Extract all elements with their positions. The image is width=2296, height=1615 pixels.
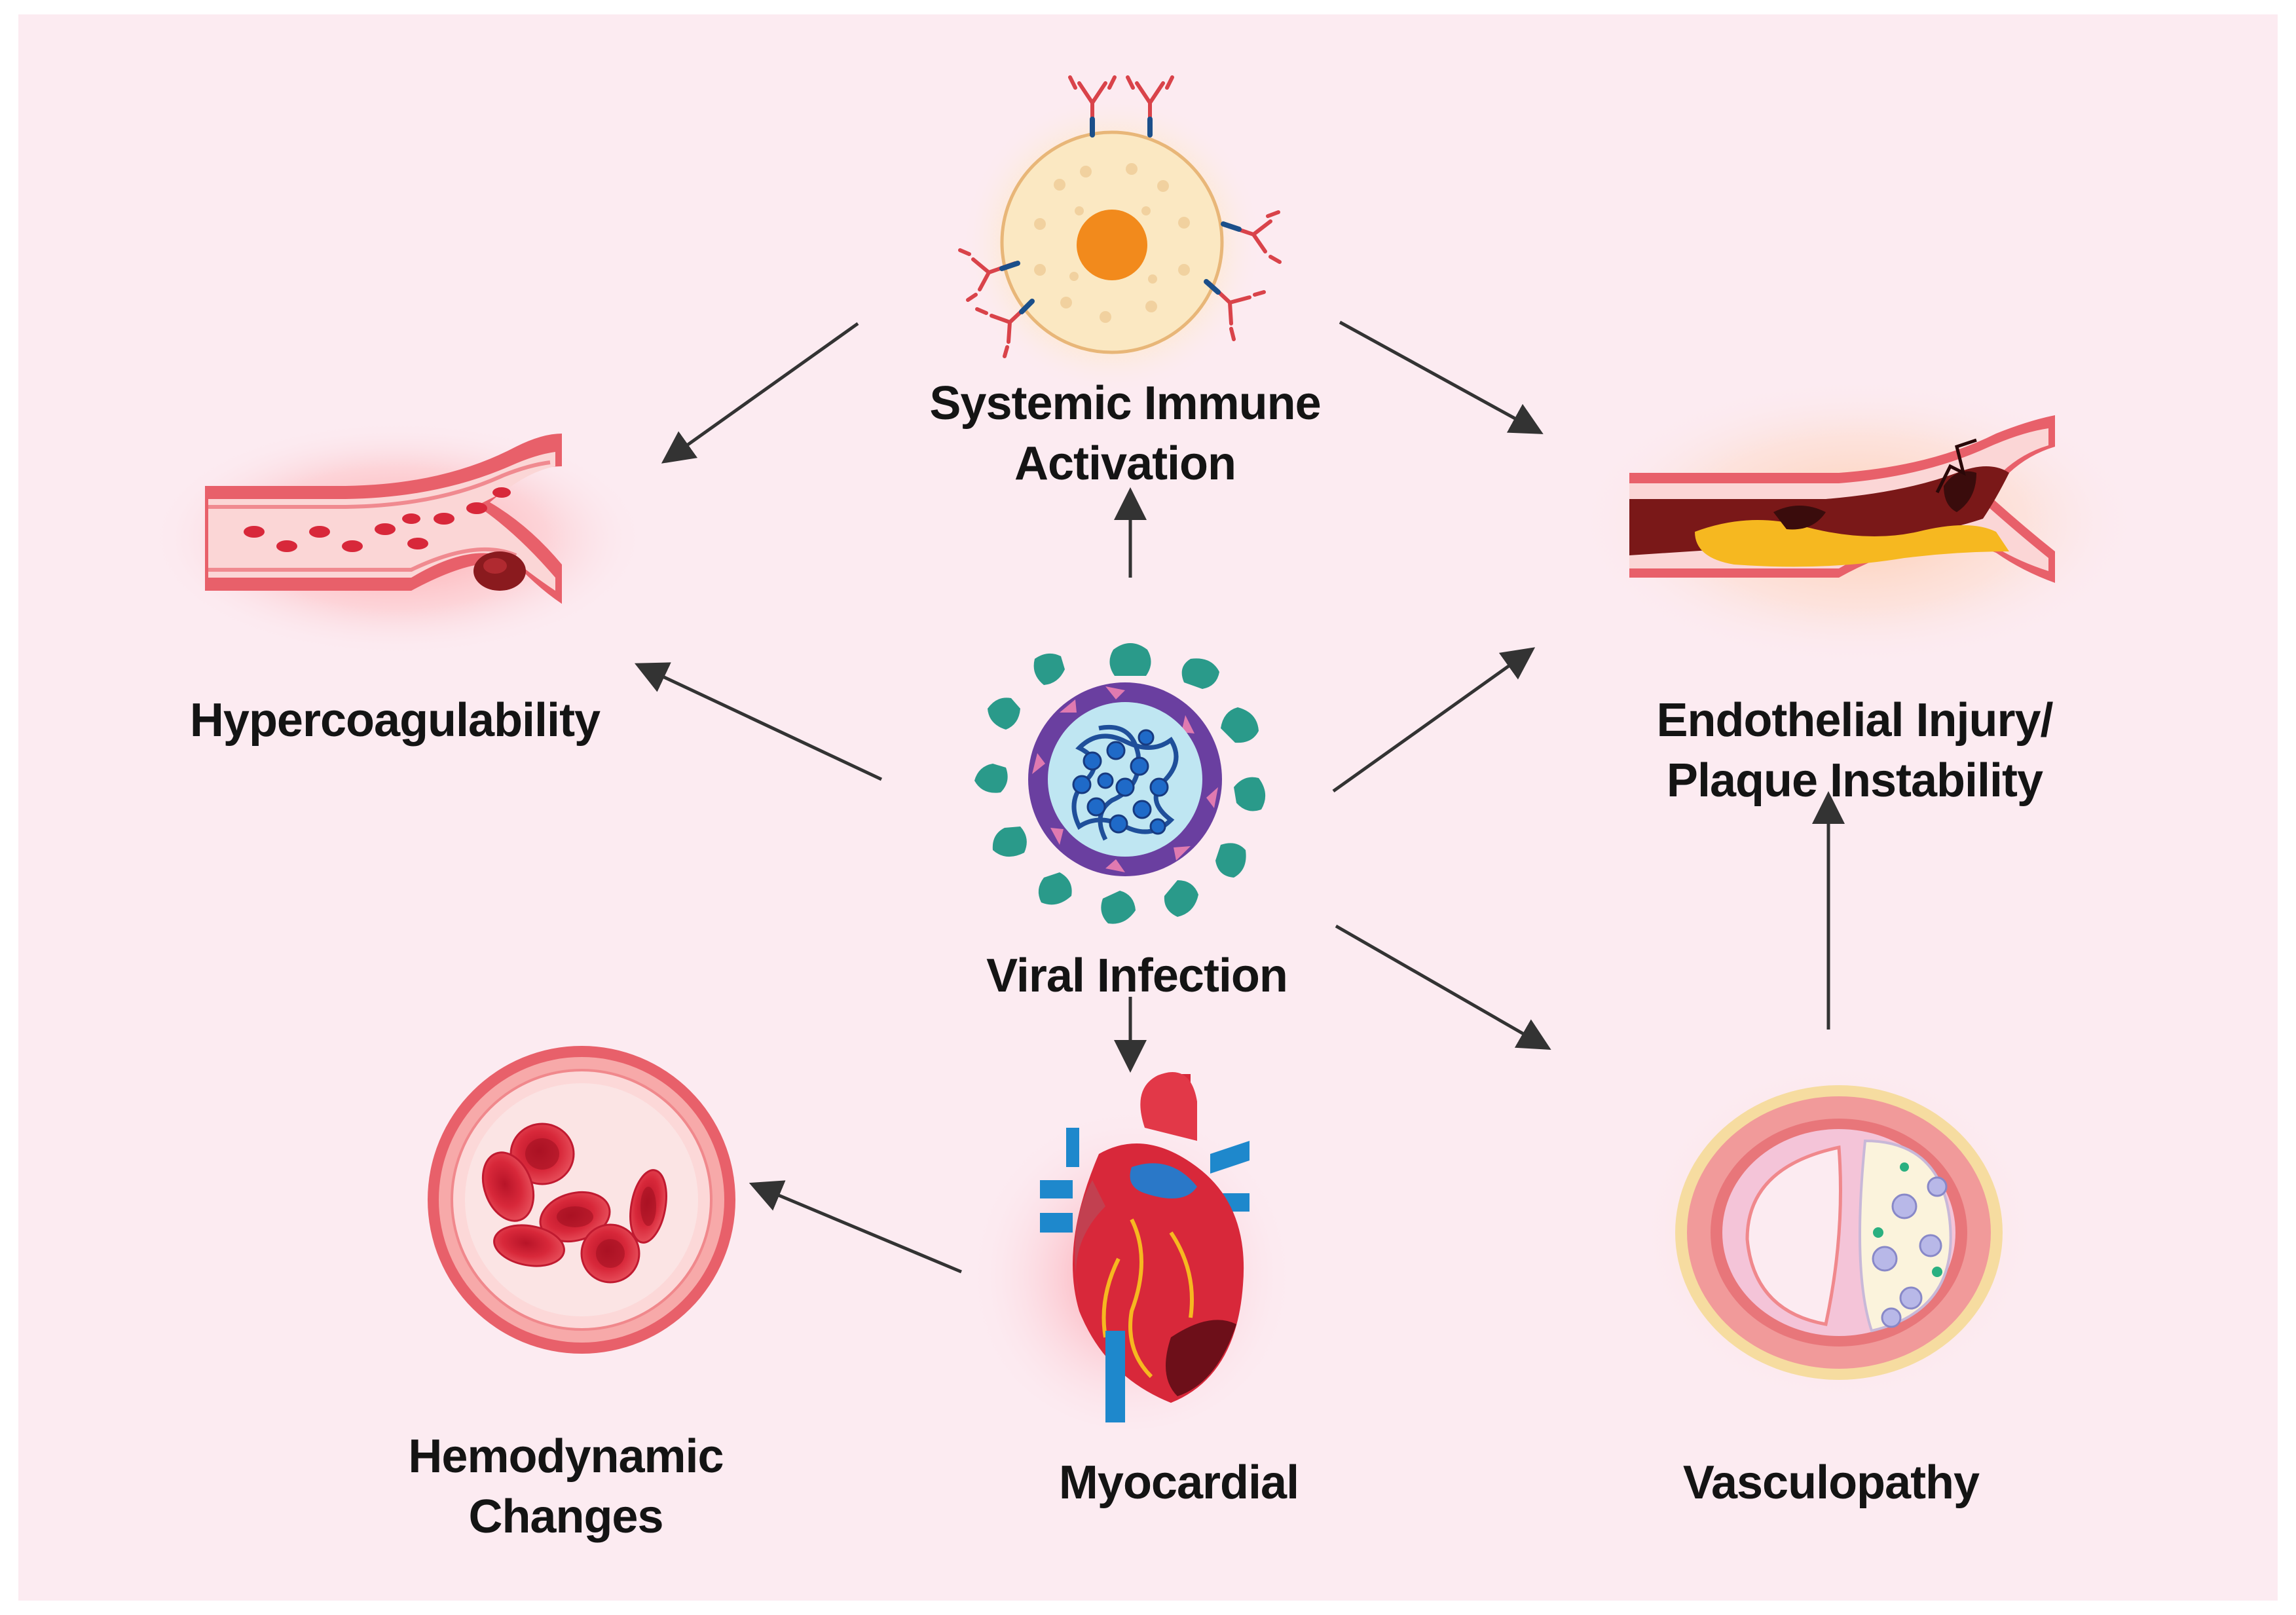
label-vasculopathy-text: Vasculopathy [1682,1457,1980,1509]
label-myocardial: Myocardial [1059,1453,1299,1513]
arrow-virus-to-vasculopathy [1335,924,1551,1050]
blood-vessel-clot-icon [149,420,647,656]
label-endothelial-injury: Endothelial Injury/ Plaque Instability [1656,690,2053,811]
label-immune-line1: Systemic Immune [929,377,1321,430]
immune-cell-icon [958,75,1282,394]
virus-icon [974,643,1266,924]
label-viral-infection: Viral Infection [986,946,1288,1006]
arrows [634,320,1845,1274]
diagram-canvas: Systemic Immune Activation Hypercoagulab… [18,14,2278,1601]
diagram-artwork [149,75,2140,1429]
label-endothelial-line1: Endothelial Injury/ [1656,694,2053,747]
plaque-artery-icon [1577,378,2140,666]
heart-icon [968,1072,1295,1429]
label-viral-text: Viral Infection [986,950,1288,1002]
artery-cross-section-icon [1642,1062,2035,1403]
arrow-virus-to-hypercoag [634,662,883,781]
label-hypercoag-text: Hypercoagulability [189,694,601,747]
vessel-cross-section-icon [421,1039,742,1360]
label-myocardial-text: Myocardial [1058,1457,1299,1509]
label-hypercoagulability: Hypercoagulability [189,690,601,751]
arrow-virus-to-endothelial [1332,647,1536,793]
label-hemodynamic-changes: Hemodynamic Changes [408,1426,724,1547]
label-vasculopathy: Vasculopathy [1682,1453,1980,1513]
label-hemodynamic-line1: Hemodynamic [408,1430,724,1483]
arrow-immune-to-hypercoag [661,322,859,464]
label-immune-line2: Activation [1014,437,1236,490]
label-systemic-immune-activation: Systemic Immune Activation [929,373,1321,494]
label-hemodynamic-line2: Changes [468,1491,663,1543]
arrow-myocardial-to-hemodynamic [749,1180,962,1274]
label-endothelial-line2: Plaque Instability [1666,754,2043,807]
arrow-immune-to-endothelial [1339,320,1544,434]
